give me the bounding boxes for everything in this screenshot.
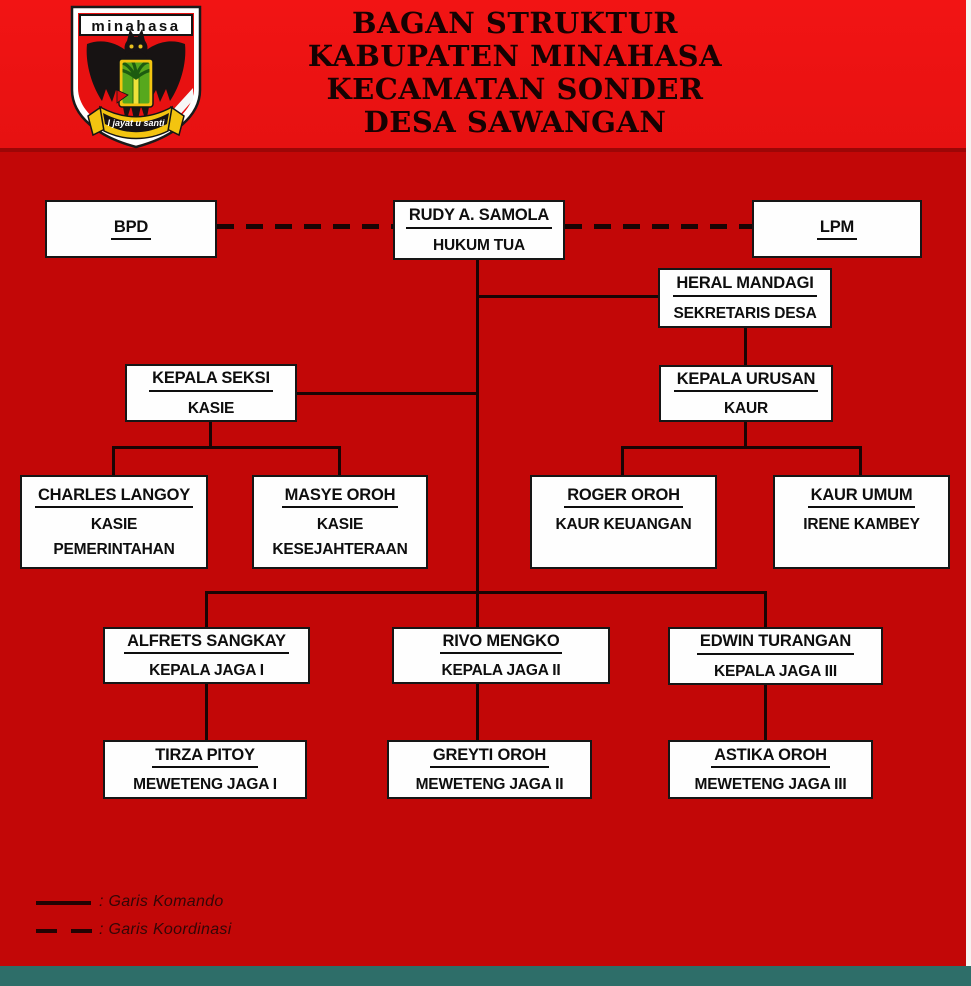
org-box-title: MEWETENG JAGA II — [415, 776, 564, 794]
title-line-3: KECAMATAN SONDER — [326, 72, 704, 106]
org-box-title: KAUR — [724, 400, 768, 418]
org-box-name: HERAL MANDAGI — [673, 274, 817, 297]
org-box-name: LPM — [816, 218, 858, 241]
connector-line — [744, 421, 747, 448]
org-box-title: IRENE KAMBEY — [803, 516, 920, 534]
org-box-sekretaris-desa: HERAL MANDAGI SEKRETARIS DESA — [658, 268, 832, 328]
org-box-bpd: BPD — [45, 200, 217, 258]
org-box-kepala-jaga-3: EDWIN TURANGAN KEPALA JAGA III — [668, 627, 883, 685]
connector-line — [209, 422, 212, 448]
title-line-4: DESA SAWANGAN — [363, 105, 667, 139]
legend-komando-label: : Garis Komando — [99, 893, 224, 910]
coordination-dashed-line-bpd — [217, 224, 393, 229]
org-box-title: KEPALA JAGA II — [441, 662, 561, 680]
connector-line — [476, 258, 479, 594]
title-line-1: BAGAN STRUKTUR — [352, 6, 678, 40]
connector-line — [297, 392, 479, 395]
logo-region-name: minahasa — [91, 18, 180, 35]
org-box-name: KAUR UMUM — [807, 486, 916, 509]
org-box-title: MEWETENG JAGA I — [133, 776, 277, 794]
org-box-meweteng-jaga-1: TIRZA PITOY MEWETENG JAGA I — [103, 740, 307, 799]
org-box-kasie-pemerintahan: CHARLES LANGOY KASIE PEMERINTAHAN — [20, 475, 208, 569]
org-box-name: KEPALA URUSAN — [673, 370, 819, 393]
footer-teal-bar — [0, 966, 971, 986]
org-box-kasie-kesejahteraan: MASYE OROH KASIE KESEJAHTERAAN — [252, 475, 428, 569]
legend-dashed-line-sample — [36, 929, 94, 933]
page-title: BAGAN STRUKTUR KABUPATEN MINAHASA KECAMA… — [215, 7, 815, 139]
org-box-lpm: LPM — [752, 200, 922, 258]
org-box-name: ASTIKA OROH — [711, 746, 830, 769]
org-box-title: KEPALA JAGA I — [149, 662, 264, 680]
legend-koordinasi-label: : Garis Koordinasi — [99, 921, 232, 938]
connector-line — [338, 446, 341, 475]
org-box-kepala-seksi: KEPALA SEKSI KASIE — [125, 364, 297, 422]
header-band: minahasa I jayat u san — [0, 0, 971, 152]
org-box-title: SEKRETARIS DESA — [673, 304, 817, 322]
connector-line — [621, 446, 624, 475]
org-box-kaur-keuangan: ROGER OROH KAUR KEUANGAN — [530, 475, 717, 569]
legend-solid-line-sample — [36, 901, 91, 905]
org-box-name: TIRZA PITOY — [152, 746, 258, 769]
org-box-name: RUDY A. SAMOLA — [405, 206, 553, 229]
connector-line — [112, 446, 341, 449]
org-box-title: KEPALA JAGA III — [713, 662, 838, 680]
org-box-hukum-tua: RUDY A. SAMOLA HUKUM TUA — [393, 200, 565, 260]
org-box-meweteng-jaga-2: GREYTI OROH MEWETENG JAGA II — [387, 740, 592, 799]
org-box-subtitle: PEMERINTAHAN — [53, 541, 175, 559]
connector-line — [112, 446, 115, 475]
org-box-title: KASIE — [316, 516, 364, 534]
org-box-kepala-jaga-1: ALFRETS SANGKAY KEPALA JAGA I — [103, 627, 310, 684]
org-box-name: CHARLES LANGOY — [34, 486, 194, 509]
logo-motto-text: I jayat u santi — [107, 118, 165, 128]
org-box-kaur-umum: KAUR UMUM IRENE KAMBEY — [773, 475, 950, 569]
page-right-margin — [966, 0, 971, 966]
connector-line — [744, 328, 747, 366]
org-box-title: KASIE — [90, 516, 138, 534]
org-box-name: KEPALA SEKSI — [149, 369, 273, 392]
org-box-title: KAUR KEUANGAN — [555, 516, 692, 534]
org-box-name: RIVO MENGKO — [439, 632, 563, 655]
org-box-kepala-jaga-2: RIVO MENGKO KEPALA JAGA II — [392, 627, 610, 684]
org-box-name: EDWIN TURANGAN — [696, 632, 855, 655]
connector-line — [205, 591, 767, 594]
org-box-name: MASYE OROH — [281, 486, 399, 509]
org-box-name: GREYTI OROH — [429, 746, 550, 769]
org-box-name: BPD — [110, 218, 152, 241]
connector-line — [859, 446, 862, 475]
org-box-meweteng-jaga-3: ASTIKA OROH MEWETENG JAGA III — [668, 740, 873, 799]
org-box-title: KASIE — [187, 399, 235, 417]
org-box-name: ROGER OROH — [564, 486, 683, 509]
org-box-name: ALFRETS SANGKAY — [124, 632, 289, 655]
title-line-2: KABUPATEN MINAHASA — [307, 39, 723, 73]
org-box-title: MEWETENG JAGA III — [694, 776, 847, 794]
coordination-dashed-line-lpm — [565, 224, 752, 229]
minahasa-coat-of-arms-logo: minahasa I jayat u san — [70, 5, 202, 149]
org-box-title: HUKUM TUA — [432, 236, 526, 254]
org-box-subtitle: KESEJAHTERAAN — [272, 541, 408, 559]
connector-line — [476, 295, 662, 298]
connector-line — [621, 446, 862, 449]
org-box-kepala-urusan: KEPALA URUSAN KAUR — [659, 365, 833, 422]
